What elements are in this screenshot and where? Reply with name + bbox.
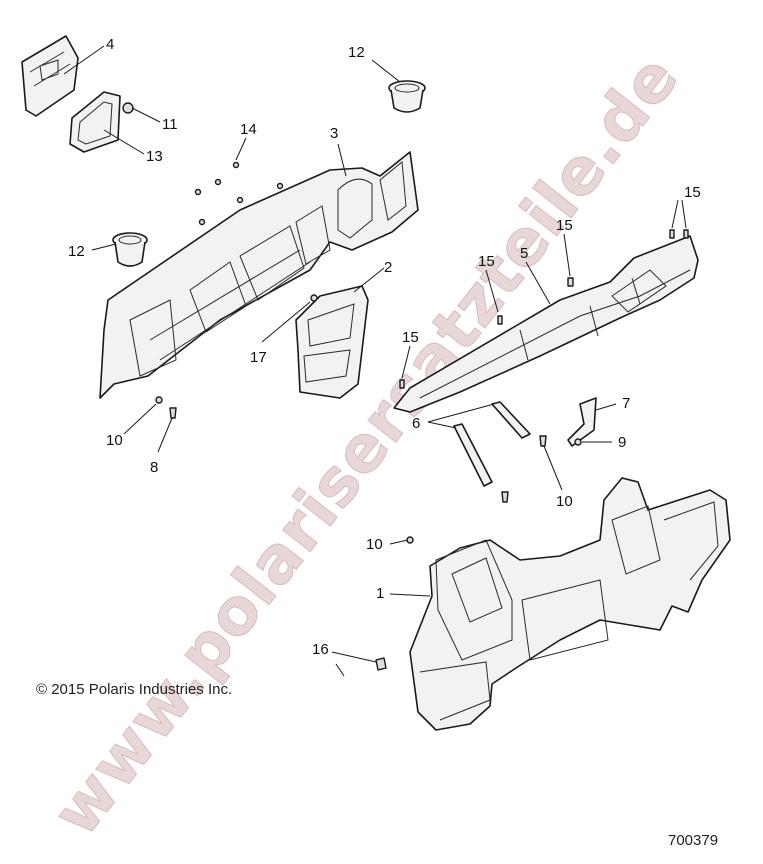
callout-15-mid: 15 — [478, 253, 495, 270]
part-14-screws — [194, 161, 284, 226]
callout-12-left: 12 — [68, 243, 85, 260]
callout-15-center: 15 — [556, 217, 573, 234]
part-9-screw — [574, 438, 582, 446]
callout-3: 3 — [330, 125, 338, 142]
part-8-clip — [169, 407, 177, 419]
callout-10-middle: 10 — [556, 493, 573, 510]
callout-8: 8 — [150, 459, 158, 476]
part-11-nut — [122, 102, 134, 114]
callout-15-left: 15 — [402, 329, 419, 346]
callout-13: 13 — [146, 148, 163, 165]
part-7-bracket — [567, 397, 597, 447]
callout-10-left: 10 — [106, 432, 123, 449]
callout-11: 11 — [162, 116, 178, 133]
part-6-struts — [453, 401, 531, 487]
callout-10-lower: 10 — [366, 536, 383, 553]
leader-lines — [63, 45, 687, 677]
callout-4: 4 — [106, 36, 114, 53]
part-3-dash-panel — [99, 151, 419, 399]
part-13-gasket — [69, 91, 121, 153]
callout-16: 16 — [312, 641, 329, 658]
callout-5: 5 — [520, 245, 528, 262]
callout-9: 9 — [618, 434, 626, 451]
callout-2: 2 — [384, 259, 392, 276]
part-16-push-pin — [375, 657, 387, 671]
copyright-notice: © 2015 Polaris Industries Inc. — [36, 681, 233, 698]
figure-number: 700379 — [668, 832, 719, 849]
callout-15-right: 15 — [684, 184, 701, 201]
part-15-fasteners — [399, 229, 689, 389]
part-1-lower-dash — [409, 477, 731, 731]
part-10-fastener-left — [155, 396, 163, 404]
callout-6: 6 — [412, 415, 420, 432]
callout-14: 14 — [240, 121, 257, 138]
callout-12-top: 12 — [348, 44, 365, 61]
part-17-clip — [310, 294, 318, 302]
callout-7: 7 — [622, 395, 630, 412]
part-2-side-pocket — [295, 285, 369, 399]
watermark: www.polarisersatzteile.de — [39, 41, 693, 849]
callout-1: 1 — [376, 585, 384, 602]
callout-labels: 4 11 13 12 12 14 3 2 17 10 8 15 15 15 15… — [68, 36, 701, 658]
part-5-dash-cover — [393, 235, 699, 413]
part-4-bracket — [21, 35, 79, 117]
callout-17: 17 — [250, 349, 267, 366]
part-12-cupholder-top — [388, 80, 426, 113]
part-12-cupholder-left — [112, 232, 148, 267]
